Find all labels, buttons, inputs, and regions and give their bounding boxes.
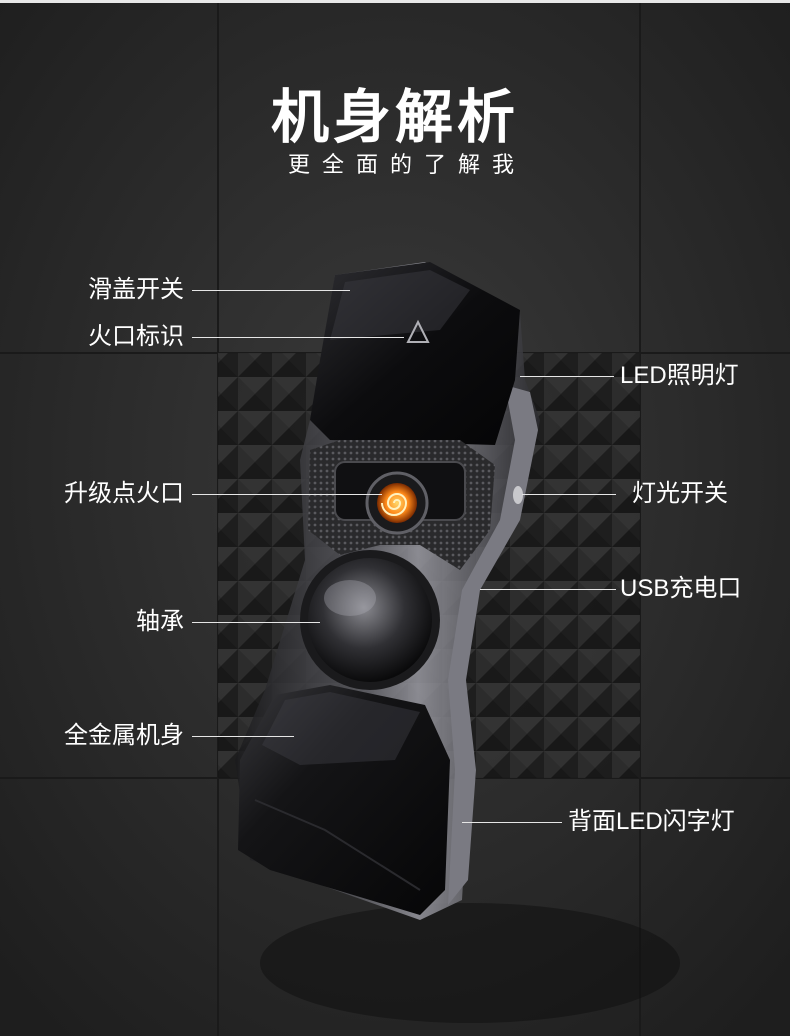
line-slide-cover-switch	[192, 290, 350, 291]
label-metal-body: 全金属机身	[64, 722, 184, 749]
page-title: 机身解析	[270, 83, 519, 151]
line-usb-port	[480, 589, 616, 590]
label-light-switch: 灯光开关	[632, 480, 728, 507]
line-light-switch	[522, 494, 616, 495]
label-back-led: 背面LED闪字灯	[568, 808, 735, 835]
label-ignition-port: 升级点火口	[64, 480, 184, 507]
label-slide-cover-switch: 滑盖开关	[88, 276, 184, 303]
line-back-led	[462, 822, 562, 823]
label-led-light: LED照明灯	[620, 362, 739, 389]
line-ignition-port	[192, 494, 382, 495]
line-metal-body	[192, 736, 294, 737]
line-bearing	[192, 622, 320, 623]
label-bearing: 轴承	[136, 608, 184, 635]
line-fire-mark	[192, 337, 404, 338]
label-fire-mark: 火口标识	[88, 323, 184, 350]
top-divider	[0, 0, 790, 3]
line-led-light	[520, 376, 614, 377]
page-subtitle: 更全面的了解我	[287, 153, 526, 178]
label-usb-port: USB充电口	[620, 575, 742, 602]
